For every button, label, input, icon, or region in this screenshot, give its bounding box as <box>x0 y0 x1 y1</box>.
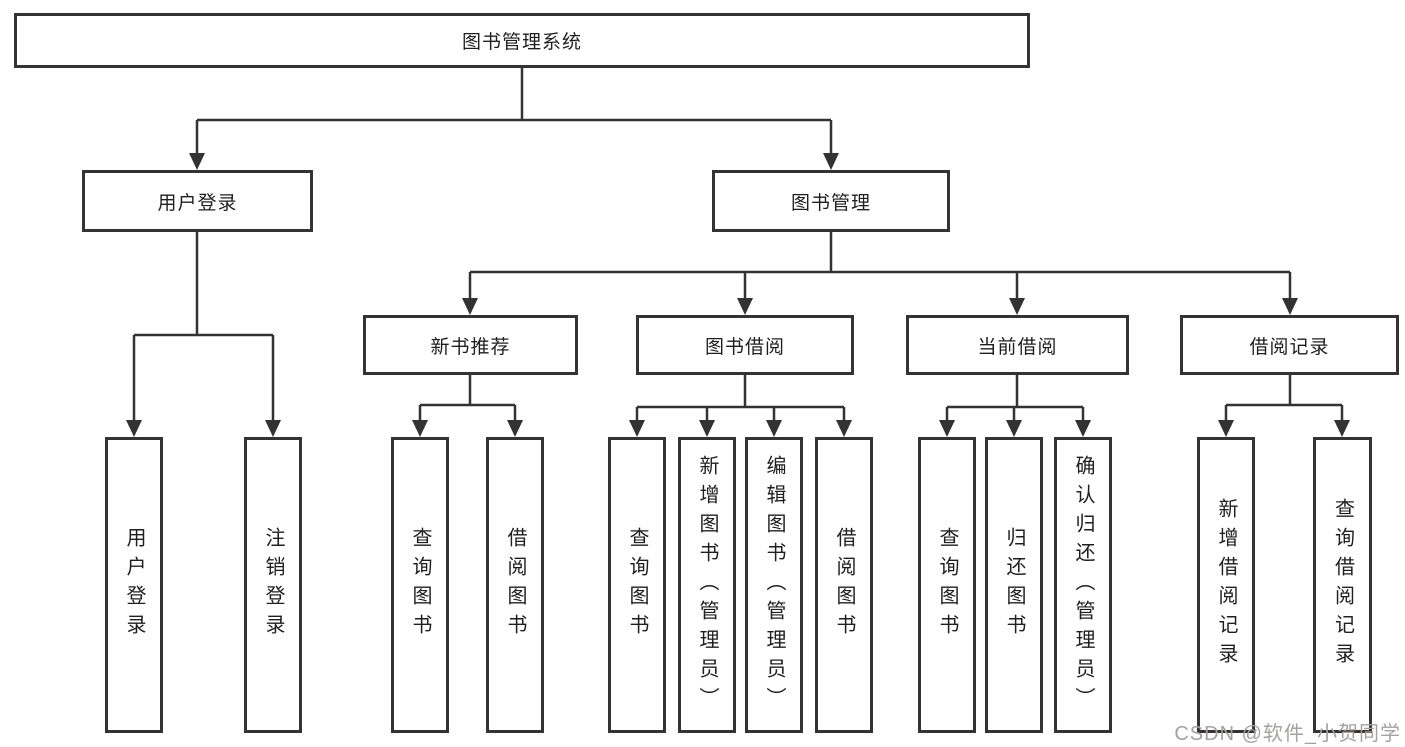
node-book-mgmt-label: 图书管理 <box>790 192 871 214</box>
node-cb-confirm-return-label: 确认归还（管理员） <box>1072 454 1094 716</box>
node-bb-borrow-book: 借阅图书 <box>815 437 873 733</box>
node-cb-confirm-return: 确认归还（管理员） <box>1054 437 1112 733</box>
node-ul-user-login-label: 用户登录 <box>123 527 145 643</box>
node-book-borrow-label: 图书借阅 <box>704 336 785 358</box>
node-borrow-records: 借阅记录 <box>1180 315 1399 375</box>
node-current-borrow: 当前借阅 <box>906 315 1129 375</box>
csdn-watermark: CSDN @软件_小贺同学 <box>1174 723 1401 745</box>
node-cb-query-book: 查询图书 <box>918 437 976 733</box>
node-br-add-record: 新增借阅记录 <box>1197 437 1255 733</box>
node-br-query-record-label: 查询借阅记录 <box>1331 498 1354 672</box>
node-ul-logout-label: 注销登录 <box>262 527 284 643</box>
node-bb-query-book: 查询图书 <box>608 437 666 733</box>
node-br-add-record-label: 新增借阅记录 <box>1215 498 1237 672</box>
node-bb-edit-book-label: 编辑图书（管理员） <box>763 454 785 716</box>
node-new-book-rec: 新书推荐 <box>363 315 578 375</box>
node-user-login-label: 用户登录 <box>157 192 238 214</box>
node-current-borrow-label: 当前借阅 <box>977 336 1058 358</box>
node-nbr-query-book: 查询图书 <box>391 437 449 733</box>
node-book-borrow: 图书借阅 <box>636 315 854 375</box>
node-cb-return-book-label: 归还图书 <box>1003 527 1025 643</box>
node-br-query-record: 查询借阅记录 <box>1313 437 1372 733</box>
node-nbr-query-book-label: 查询图书 <box>409 527 431 643</box>
node-book-mgmt: 图书管理 <box>712 170 950 232</box>
node-nbr-borrow-book: 借阅图书 <box>486 437 544 733</box>
node-user-login: 用户登录 <box>82 170 313 232</box>
node-root-label: 图书管理系统 <box>461 32 582 53</box>
node-ul-user-login: 用户登录 <box>105 437 163 733</box>
node-bb-edit-book: 编辑图书（管理员） <box>745 437 803 733</box>
node-new-book-rec-label: 新书推荐 <box>430 336 511 358</box>
node-bb-add-book: 新增图书（管理员） <box>678 437 736 733</box>
arrowhead-icons <box>126 153 1350 437</box>
node-bb-add-book-label: 新增图书（管理员） <box>696 454 718 716</box>
node-borrow-records-label: 借阅记录 <box>1249 336 1330 358</box>
node-bb-borrow-book-label: 借阅图书 <box>833 527 855 643</box>
node-cb-query-book-label: 查询图书 <box>936 527 958 643</box>
node-root: 图书管理系统 <box>14 13 1030 68</box>
node-nbr-borrow-book-label: 借阅图书 <box>504 527 526 643</box>
node-cb-return-book: 归还图书 <box>985 437 1043 733</box>
node-ul-logout: 注销登录 <box>244 437 302 733</box>
node-bb-query-book-label: 查询图书 <box>626 527 648 643</box>
